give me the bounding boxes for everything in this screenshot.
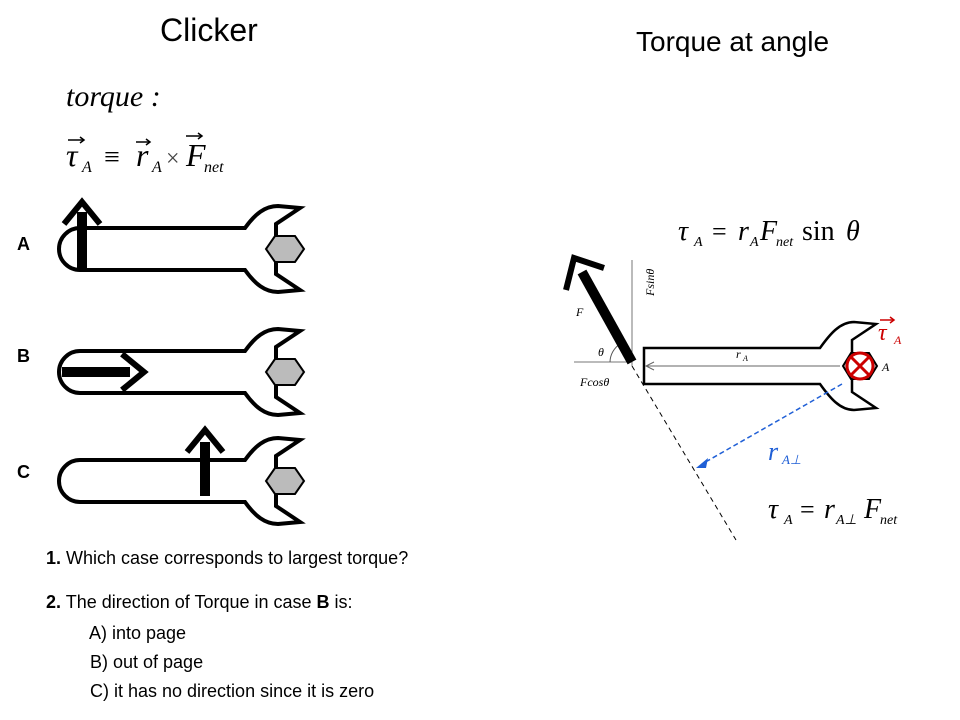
option-b: B) out of page (90, 652, 204, 672)
label-Fcos: Fcosθ (579, 375, 609, 389)
wrench-body (57, 435, 306, 527)
question-1-text: Which case corresponds to largest torque… (66, 548, 409, 568)
label-torque-vector-sub: A (893, 333, 902, 347)
hex-nut (264, 467, 306, 495)
force-arrow-angled (577, 269, 637, 365)
force-arrow-a (61, 197, 103, 268)
case-label-c: C (17, 462, 30, 482)
formula-F-sub: net (204, 159, 224, 176)
hex-nut (264, 358, 306, 386)
torque-definition-label: torque : (66, 80, 161, 113)
label-rA-sub: A (742, 354, 748, 363)
wrench-case-c (57, 425, 306, 527)
sin-form-r: r (738, 216, 749, 247)
sin-form-eq: = (712, 217, 727, 246)
sin-form-F-sub: net (776, 235, 794, 250)
wrench-body (57, 203, 306, 295)
formula-times: × (166, 146, 180, 172)
question-2-text-pre: The direction of Torque in case (65, 592, 312, 612)
formula-tau-sub: A (81, 159, 92, 176)
sin-form-F: F (759, 216, 778, 247)
option-c: C) it has no direction since it is zero (90, 681, 375, 701)
r-perp-vector (701, 383, 843, 465)
label-r-perp: r (768, 437, 779, 466)
label-torque-vector: τ (878, 320, 888, 346)
formula-r: r (136, 137, 149, 173)
perp-form-tau: τ (768, 494, 779, 525)
formula-equiv: ≡ (104, 142, 120, 173)
case-label-b: B (17, 346, 30, 366)
torque-angle-diagram: F Fsinθ θ Fcosθ r A A τ A r A⊥ (563, 254, 902, 541)
option-a: A) into page (89, 623, 187, 643)
slide-title: Clicker (160, 12, 258, 48)
perp-form-eq: = (800, 495, 815, 524)
wrench-case-a (57, 197, 306, 295)
label-pivot: A (881, 360, 890, 374)
formula-sin-theta: τ A = r A F net sin θ (678, 216, 860, 250)
sin-form-tau: τ (678, 216, 689, 247)
label-theta: θ (598, 345, 604, 359)
sin-form-theta: θ (846, 216, 860, 247)
sin-form-r-sub: A (749, 235, 759, 250)
force-line-extension (631, 365, 737, 541)
slide-subtitle: Torque at angle (636, 26, 830, 57)
perp-form-F-sub: net (880, 513, 898, 528)
question-1: 1. Which case corresponds to largest tor… (46, 547, 408, 569)
question-1-number: 1. (46, 548, 62, 568)
question-2: 2. The direction of Torque in case B is: (46, 591, 353, 613)
label-rA: r (736, 347, 741, 361)
perp-form-r: r (824, 494, 835, 525)
torque-cross-product-formula: τ A ≡ r A × F net (66, 132, 224, 176)
wrench-body (57, 326, 306, 418)
hex-nut (264, 235, 306, 263)
question-2-text-post: is: (334, 592, 353, 612)
wrench-case-b (57, 326, 306, 418)
question-2-number: 2. (46, 592, 62, 612)
force-arrow-b (62, 351, 149, 393)
force-arrow-c (184, 425, 226, 496)
perp-form-tau-sub: A (783, 513, 793, 528)
question-2-case: B (316, 592, 330, 612)
formula-F: F (185, 137, 206, 173)
formula-tau: τ (66, 137, 79, 173)
label-F: F (575, 305, 584, 319)
formula-r-perp: τ A = r A⊥ F net (768, 494, 898, 528)
sin-form-sin: sin (802, 216, 835, 247)
formula-r-sub: A (151, 159, 162, 176)
perp-form-r-sub: A⊥ (835, 513, 857, 528)
case-label-a: A (17, 234, 30, 254)
label-Fsin: Fsinθ (643, 269, 657, 297)
sin-form-tau-sub: A (693, 235, 703, 250)
label-r-perp-sub: A⊥ (781, 452, 801, 467)
perp-form-F: F (863, 494, 882, 525)
